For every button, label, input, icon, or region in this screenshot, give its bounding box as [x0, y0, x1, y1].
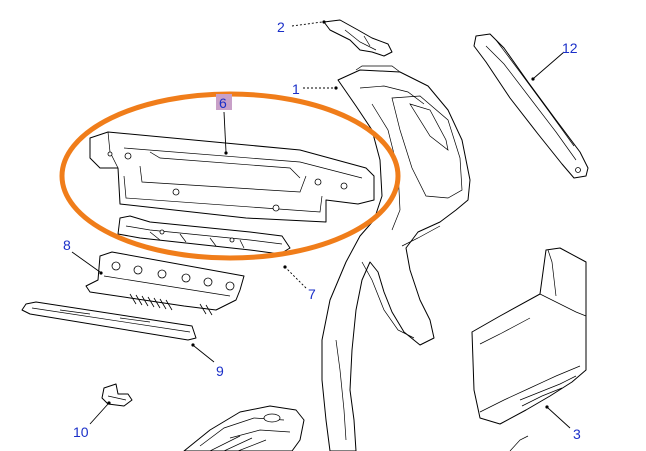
callout-9[interactable]: 9 — [216, 363, 224, 379]
part-6-rear-upper-panel[interactable] — [89, 131, 375, 223]
callout-12[interactable]: 12 — [562, 40, 578, 56]
callout-2[interactable]: 2 — [277, 19, 285, 35]
part-12-roof-rail[interactable] — [473, 33, 589, 179]
bottom-right-partial-panel[interactable] — [509, 435, 529, 451]
part-3-rear-side-panel[interactable] — [471, 247, 587, 425]
part-8-ribs — [129, 293, 213, 316]
callout-3[interactable]: 3 — [573, 426, 581, 442]
callout-10[interactable]: 10 — [73, 424, 89, 440]
part-10-clip[interactable] — [101, 383, 133, 407]
callout-numbers: 2 1 12 6 7 8 9 10 3 — [63, 19, 581, 442]
part-9-floor-sill-strip[interactable] — [21, 301, 197, 341]
callout-7[interactable]: 7 — [308, 286, 316, 302]
part-2-upper-bracket[interactable] — [323, 19, 393, 57]
callout-6-highlight-badge — [216, 94, 232, 110]
floor-pan-partial[interactable] — [183, 405, 305, 451]
callout-8[interactable]: 8 — [63, 237, 71, 253]
leader-lines — [71, 20, 571, 429]
part-7-lower-cross-member[interactable] — [117, 215, 291, 255]
callout-1[interactable]: 1 — [292, 81, 300, 97]
callout-6[interactable]: 6 — [219, 95, 227, 111]
part-8-floor-cross-panel[interactable] — [85, 251, 245, 316]
part-1-quarter-inner-panel[interactable] — [321, 65, 471, 451]
